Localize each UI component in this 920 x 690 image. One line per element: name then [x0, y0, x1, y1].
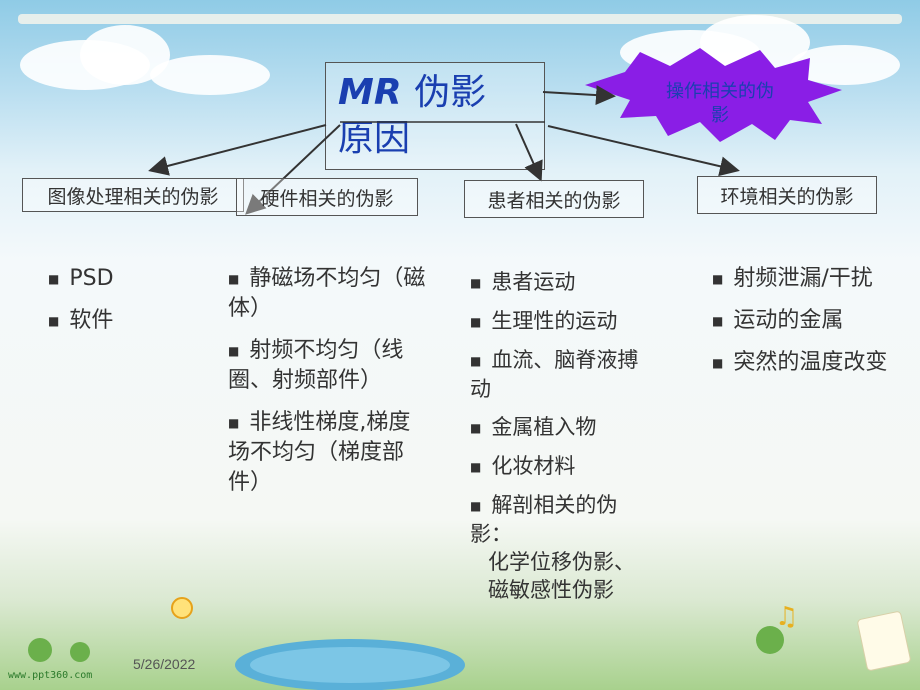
list-item: ■金属植入物	[470, 415, 597, 439]
list-item: ■软件	[48, 308, 114, 333]
category-box-image-processing: 图像处理相关的伪影	[22, 178, 244, 212]
category-label: 硬件相关的伪影	[260, 187, 394, 210]
burst-polygon	[585, 48, 842, 142]
paper-strip	[18, 14, 902, 24]
list-item: ■生理性的运动	[470, 309, 618, 333]
burst-label-line2: 影	[711, 105, 729, 126]
list-subitem: 化学位移伪影、磁敏感性伪影	[488, 550, 635, 602]
list-item: ■PSD	[48, 266, 114, 291]
title-line2: 原因	[338, 118, 411, 159]
note-paper-icon	[857, 611, 911, 671]
list-item: ■射频泄漏/干扰	[712, 266, 873, 291]
category-label: 患者相关的伪影	[487, 189, 621, 212]
tree-icon	[28, 638, 52, 662]
list-item: ■解剖相关的伪影：	[470, 493, 618, 546]
list-item: ■患者运动	[470, 270, 576, 294]
pond-water	[250, 647, 450, 683]
category-box-environment: 环境相关的伪影	[697, 176, 877, 214]
list-item: ■运动的金属	[712, 308, 844, 333]
burst-label: 操作相关的伪 影	[640, 80, 800, 128]
category-label: 环境相关的伪影	[720, 185, 854, 208]
list-item: ■非线性梯度,梯度场不均匀（梯度部件）	[228, 410, 411, 495]
list-environment: ■射频泄漏/干扰 ■运动的金属 ■突然的温度改变	[712, 264, 892, 390]
category-box-hardware: 硬件相关的伪影	[236, 178, 418, 216]
page-title: MR 伪影 原因	[338, 70, 538, 162]
list-item: ■血流、脑脊液搏动	[470, 348, 639, 401]
list-hardware: ■静磁场不均匀（磁体） ■射频不均匀（线圈、射频部件） ■非线性梯度,梯度场不均…	[228, 264, 428, 510]
category-label: 图像处理相关的伪影	[47, 185, 219, 208]
list-item: ■射频不均匀（线圈、射频部件）	[228, 338, 404, 393]
category-box-patient: 患者相关的伪影	[464, 180, 644, 218]
list-item: ■静磁场不均匀（磁体）	[228, 266, 426, 321]
title-latin: MR	[338, 72, 415, 113]
watermark: www.ppt360.com	[8, 670, 93, 681]
list-item: ■化妆材料	[470, 454, 576, 478]
tree-icon	[70, 642, 90, 662]
list-item: ■突然的温度改变	[712, 350, 888, 375]
flower-icon	[171, 597, 193, 619]
list-image-processing: ■PSD ■软件	[48, 264, 178, 348]
cloud	[150, 55, 270, 95]
tree-icon	[756, 626, 784, 654]
title-cn: 伪影	[414, 72, 487, 113]
slide-date: 5/26/2022	[133, 656, 196, 672]
list-patient: ■患者运动 ■生理性的运动 ■血流、脑脊液搏动 ■金属植入物 ■化妆材料 ■解剖…	[470, 268, 642, 604]
burst-label-line1: 操作相关的伪	[666, 81, 774, 102]
title-box	[325, 62, 545, 170]
music-note-icon: ♫	[775, 602, 798, 632]
